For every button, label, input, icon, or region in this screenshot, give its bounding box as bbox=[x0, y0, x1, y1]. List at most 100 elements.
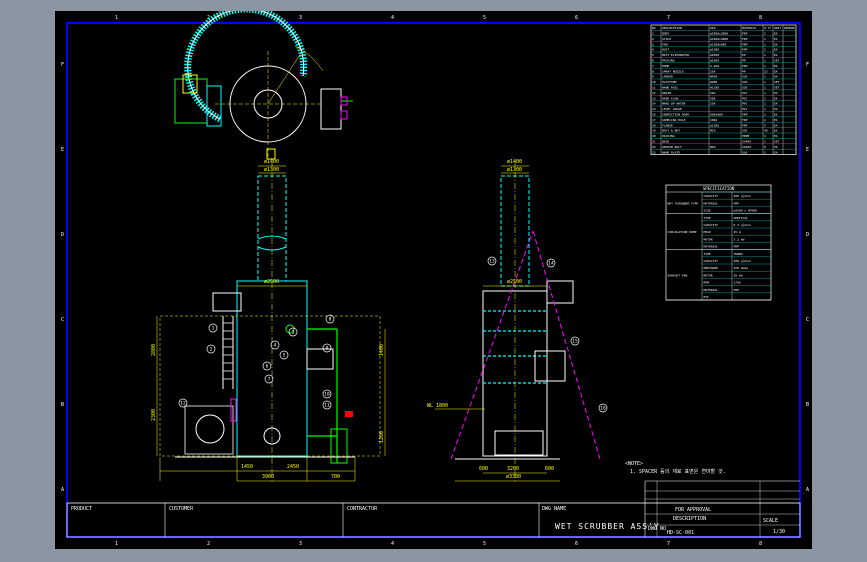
parts-table-cell: 2 bbox=[764, 123, 766, 127]
plan-hatched-ring bbox=[184, 5, 308, 123]
balloon-label: 12 bbox=[180, 401, 186, 407]
spec-row-value: FRP bbox=[734, 288, 740, 292]
parts-table-cell: NAME PLATE bbox=[662, 150, 680, 154]
parts-table-cell: BODY bbox=[662, 32, 669, 36]
dim-side-stack-top: ø1400 bbox=[507, 159, 522, 165]
parts-table-cell: PUMP bbox=[662, 64, 669, 68]
dim-side-tower: ø2500 bbox=[507, 279, 522, 285]
dim-side-base-a: 600 bbox=[479, 466, 488, 472]
parts-table-cell: 12 bbox=[652, 91, 656, 95]
parts-table-cell: BASE bbox=[662, 140, 669, 144]
side-cone-left bbox=[450, 230, 534, 460]
parts-table-cell: 4 bbox=[652, 48, 654, 52]
tb-product-label: PRODUCT bbox=[71, 506, 92, 512]
tb-customer-label: CUSTOMER bbox=[169, 506, 194, 512]
parts-table-cell: EA bbox=[774, 96, 778, 100]
front-fan bbox=[195, 414, 225, 444]
parts-table-cell: 7 bbox=[652, 64, 654, 68]
frame-number-label: 6 bbox=[575, 15, 578, 21]
parts-table-cell: EA bbox=[774, 75, 778, 79]
parts-table-cell: 1 bbox=[764, 96, 766, 100]
parts-table-header: NO bbox=[652, 26, 656, 30]
parts-table-cell: SS400 bbox=[742, 140, 751, 144]
parts-table-cell: 16 bbox=[652, 113, 656, 117]
frame-number-label: 8 bbox=[759, 541, 762, 547]
side-elevation bbox=[435, 161, 601, 482]
dim-front-stack-top: ø1400 bbox=[264, 159, 279, 165]
parts-table-cell: EA bbox=[774, 37, 778, 41]
parts-table-cell: SPRAY NOZZLE bbox=[662, 69, 684, 73]
parts-table-cell: PVC bbox=[742, 107, 748, 111]
balloon-label: 7 bbox=[268, 377, 271, 383]
frame-number-label: 3 bbox=[299, 541, 302, 547]
parts-table-cell: 50A bbox=[710, 91, 716, 95]
frame-number-label: 2 bbox=[207, 15, 210, 21]
frame-number-label: 8 bbox=[759, 15, 762, 21]
spec-row-value: FRP bbox=[734, 201, 740, 205]
parts-table-cell: SAMPLING HOLE bbox=[662, 118, 686, 122]
frame-letter-label: D bbox=[806, 232, 809, 238]
balloon-circle bbox=[262, 361, 272, 371]
balloon-label: 16 bbox=[600, 406, 606, 412]
parts-table-cell: EA bbox=[774, 129, 778, 133]
spec-row-value: ø2500 x H7000 bbox=[734, 209, 758, 213]
tb-for-approval: FOR APPROVAL bbox=[675, 507, 711, 513]
spec-row-value: - bbox=[734, 295, 736, 299]
parts-table-cell: FRP bbox=[742, 113, 748, 117]
parts-table-cell: ø2500 bbox=[710, 53, 719, 57]
spec-row-key: RPM bbox=[704, 281, 710, 285]
frame-number-label: 5 bbox=[483, 541, 486, 547]
dim-front-height-lower: 2300 bbox=[151, 409, 157, 421]
spec-row-key: CAPACITY bbox=[704, 194, 719, 198]
frame-number-label: 2 bbox=[207, 541, 210, 547]
tb-dwg-no-label: DWG NO bbox=[648, 526, 666, 532]
parts-table-header: UNIT bbox=[774, 26, 781, 30]
parts-table-cell: W900 bbox=[710, 80, 717, 84]
spec-row-key: HEAD bbox=[704, 230, 711, 234]
tb-scale-value: 1/30 bbox=[773, 529, 785, 535]
tb-description-label: DESCRIPTION bbox=[673, 516, 706, 522]
parts-table-cell: 1 bbox=[764, 86, 766, 90]
parts-table-cell: 23 bbox=[652, 150, 656, 154]
tb-contractor-label: CONTRACTOR bbox=[347, 506, 378, 512]
parts-table-cell: PVC bbox=[742, 96, 748, 100]
sheet-border bbox=[66, 22, 801, 538]
spec-row-value: 300 ㎥/min bbox=[734, 258, 752, 263]
parts-table-cell: BOLT & NUT bbox=[662, 129, 680, 133]
parts-table-cell: EPDM bbox=[742, 134, 749, 138]
spec-row-key: MOTOR bbox=[704, 273, 713, 277]
frame-letter-label: A bbox=[61, 487, 64, 493]
balloon-label: 6 bbox=[266, 364, 269, 370]
parts-table-cell: EA bbox=[774, 107, 778, 111]
parts-table-header: DESCRIPTION bbox=[662, 26, 682, 30]
parts-table-cell: PACKING bbox=[662, 134, 675, 138]
front-elevation bbox=[156, 161, 386, 482]
parts-table-cell: 21 bbox=[652, 140, 656, 144]
spec-row-key: MOTOR bbox=[704, 237, 713, 241]
parts-table-cell: SUS bbox=[742, 86, 748, 90]
parts-table-cell: 14 bbox=[652, 102, 656, 106]
parts-table-cell: 11 bbox=[652, 86, 656, 90]
parts-table-header: MATERIAL bbox=[742, 26, 757, 30]
parts-table-cell: FRP bbox=[742, 48, 748, 52]
parts-table-cell: M16 bbox=[710, 129, 716, 133]
spec-group-name: EXHAUST FAN bbox=[668, 273, 688, 277]
balloon-circle bbox=[322, 343, 332, 353]
balloon-label: 4 bbox=[274, 343, 277, 349]
parts-table-cell: 3 bbox=[652, 42, 654, 46]
parts-table-cell: W450 bbox=[710, 75, 717, 79]
balloon-circle bbox=[546, 258, 556, 268]
frame-letter-label: F bbox=[806, 62, 809, 68]
balloon-label: 15 bbox=[572, 339, 578, 345]
balloon-label: 2 bbox=[210, 347, 213, 353]
parts-table-cell: PACKING bbox=[662, 59, 675, 63]
parts-table-cell: 18 bbox=[652, 123, 656, 127]
parts-table-cell: 2.2kW bbox=[710, 64, 719, 68]
spec-row-key: CAPACITY bbox=[704, 223, 719, 227]
parts-table-cell: EA bbox=[774, 113, 778, 117]
spec-group-name: CIRCULATION PUMP bbox=[668, 230, 697, 234]
spec-row-value: 2.2 kW bbox=[734, 237, 745, 241]
balloon-label: 8 bbox=[329, 317, 332, 323]
